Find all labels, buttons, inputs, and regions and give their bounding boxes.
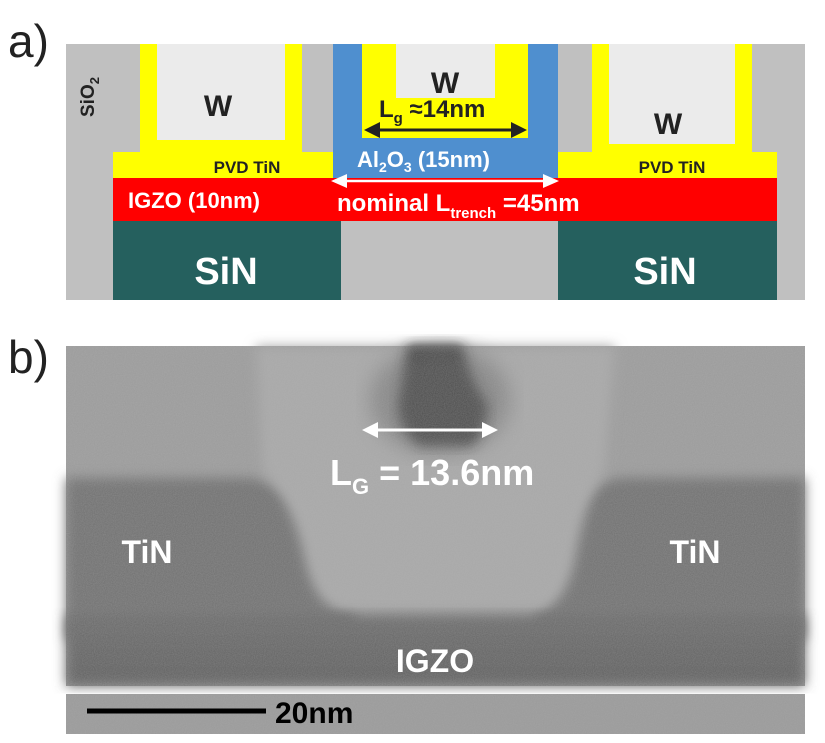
device-cross-section-schematic: SiO2 W W W Lg ≈14nm Al2O3 (15nm) PVD TiN…	[66, 44, 805, 300]
trench-length-label: nominal Ltrench =45nm	[337, 190, 580, 222]
sin-right	[558, 221, 777, 300]
tungsten-center-label: W	[431, 67, 460, 100]
scale-bar-strip-grain	[66, 694, 805, 734]
tem-gate-trench	[256, 346, 615, 610]
al2o3-label: Al2O3 (15nm)	[357, 147, 490, 175]
tungsten-left-label: W	[204, 90, 233, 123]
gate-length-arrow	[364, 122, 527, 138]
pvd-tin-left	[113, 152, 340, 178]
tem-tin-right-label: TiN	[670, 534, 721, 570]
tem-upper-left-region	[66, 346, 256, 486]
panel-a-label: a)	[8, 15, 49, 67]
tem-gate-halo	[370, 345, 510, 455]
tem-upper-right-region	[615, 346, 805, 486]
tem-grain-overlay	[66, 346, 805, 686]
tem-igzo-band	[66, 615, 805, 686]
pvd-tin-right-label: PVD TiN	[639, 158, 706, 177]
tem-background	[66, 346, 805, 686]
tungsten-left	[157, 44, 285, 140]
scale-bar-label: 20nm	[275, 697, 353, 730]
tem-igzo-label: IGZO	[396, 643, 474, 679]
tem-gate-length-label: LG = 13.6nm	[330, 452, 534, 499]
trench-length-arrow	[331, 174, 559, 188]
tungsten-right	[609, 44, 735, 144]
gate-length-label: Lg ≈14nm	[379, 96, 485, 127]
sio2-label: SiO2	[78, 77, 102, 117]
tem-gate-core	[398, 346, 488, 445]
tem-tin-left-label: TiN	[122, 534, 173, 570]
tungsten-gate	[396, 44, 495, 98]
sin-right-label: SiN	[633, 251, 696, 293]
sin-left-label: SiN	[194, 251, 257, 293]
sin-left	[113, 221, 341, 300]
tem-tin-left	[66, 478, 356, 640]
igzo-channel-layer	[113, 178, 777, 221]
scale-bar-strip	[66, 694, 805, 734]
igzo-label: IGZO (10nm)	[128, 188, 260, 213]
panel-b-label: b)	[8, 331, 49, 383]
pvd-tin-left-label: PVD TiN	[214, 158, 281, 177]
tem-gate-length-arrow	[362, 422, 498, 438]
tungsten-right-label: W	[654, 108, 683, 141]
tem-tin-right	[535, 478, 805, 640]
pvd-tin-right	[558, 152, 777, 178]
